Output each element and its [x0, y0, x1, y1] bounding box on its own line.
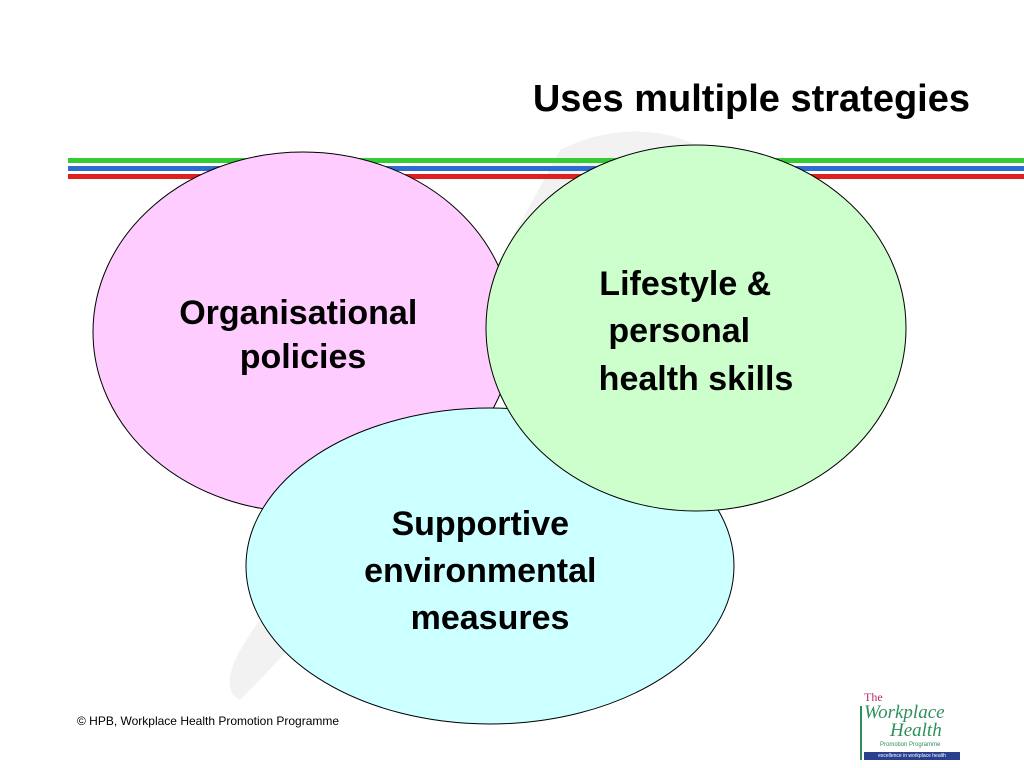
label-supportive: Supportive environmental measures [364, 505, 606, 637]
label-lifestyle-line-2: personal [608, 312, 750, 350]
footer-copyright: © HPB, Workplace Health Promotion Progra… [77, 714, 340, 728]
stripe-blue [68, 166, 1024, 171]
label-organisational: Organisational policies [179, 294, 427, 376]
logo-health: Health [890, 720, 942, 741]
label-lifestyle-line-3: health skills [599, 360, 794, 398]
label-supportive-line-1: Supportive [391, 505, 569, 543]
stripe-green [68, 158, 1024, 163]
logo-workplace: Workplace [864, 702, 945, 723]
workplace-health-logo: The Workplace Health Promotion Programme… [860, 690, 960, 764]
circle-lifestyle: Lifestyle & personal health skills [485, 144, 907, 512]
stripe-red [68, 174, 1024, 179]
label-lifestyle-line-1: Lifestyle & [599, 265, 771, 303]
logo-accent-line [860, 706, 862, 760]
logo-the: The [864, 690, 883, 704]
logo-subtitle: Promotion Programme [880, 742, 941, 748]
logo-tagline: excellence in workplace health [864, 752, 960, 760]
header-stripes [68, 158, 1024, 184]
label-organisational-line-2: policies [240, 338, 367, 376]
label-lifestyle: Lifestyle & personal health skills [599, 265, 794, 398]
label-organisational-line-1: Organisational [179, 294, 417, 332]
label-supportive-line-2: environmental [364, 552, 596, 590]
label-supportive-line-3: measures [411, 599, 570, 637]
slide-title: Uses multiple strategies [532, 78, 970, 120]
ellipse-lifestyle [485, 144, 907, 512]
